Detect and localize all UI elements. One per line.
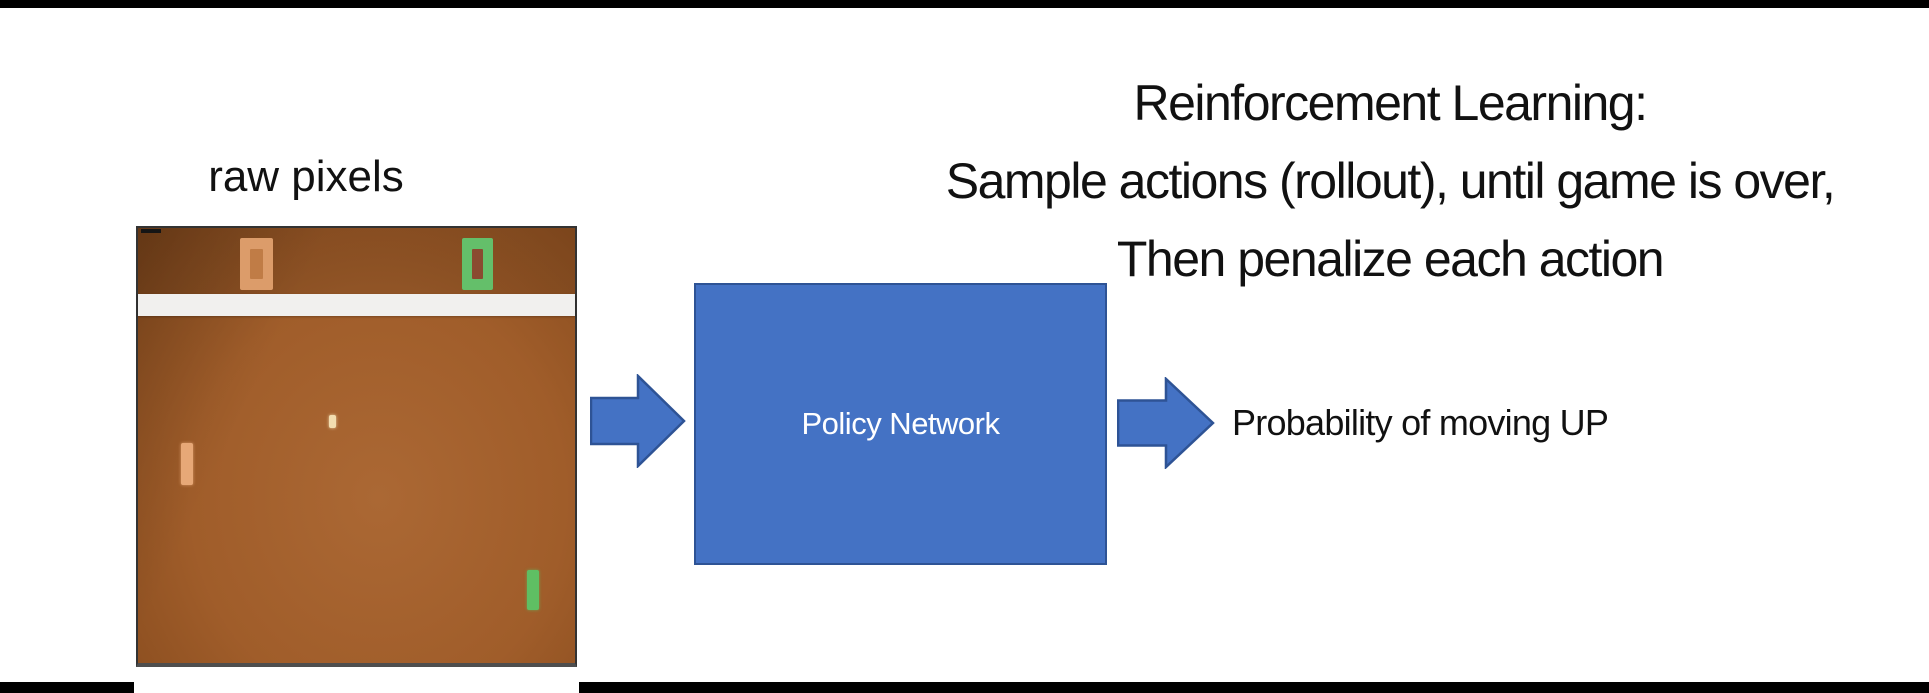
- ball: [329, 415, 336, 428]
- input-arrow-icon: [590, 374, 686, 468]
- right-paddle: [527, 570, 539, 610]
- policy-network-box: Policy Network: [694, 283, 1107, 565]
- pong-top-wall: [138, 294, 575, 316]
- pong-screenshot: [136, 226, 577, 667]
- output-arrow-icon: [1117, 377, 1215, 469]
- right-score-digit-hole: [472, 249, 483, 279]
- slide-title: Reinforcement Learning: Sample actions (…: [830, 64, 1929, 298]
- output-label: Probability of moving UP: [1232, 402, 1609, 443]
- title-line-1: Reinforcement Learning:: [1133, 75, 1648, 131]
- left-paddle: [181, 443, 193, 485]
- left-score-digit: [240, 238, 273, 290]
- left-score-digit-hole: [250, 249, 263, 279]
- top-black-bar: [0, 0, 1929, 8]
- title-line-2: Sample actions (rollout), until game is …: [945, 153, 1836, 209]
- title-line-3: Then penalize each action: [1116, 231, 1665, 287]
- raw-pixels-label: raw pixels: [208, 152, 404, 201]
- pong-image-margin: [134, 665, 579, 693]
- pong-top-left-mark: [141, 229, 161, 233]
- right-score-digit: [462, 238, 493, 290]
- policy-network-label: Policy Network: [801, 406, 1001, 441]
- bottom-black-bar: [0, 682, 1929, 693]
